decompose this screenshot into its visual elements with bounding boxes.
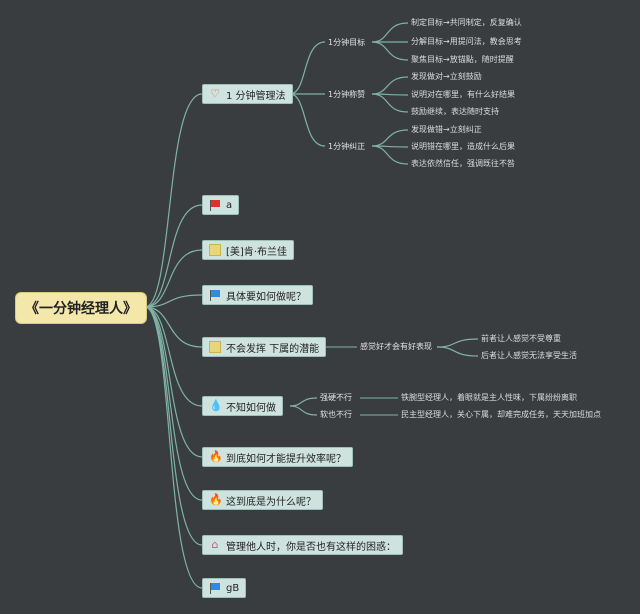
connector-b0-leaf-2-2 [371, 145, 409, 165]
branch-label: 到底如何才能提升效率呢？ [226, 453, 346, 465]
subtopic-hard-no[interactable]: 强硬不行 [320, 393, 352, 402]
branch-label: a [226, 199, 233, 211]
connector-b0-leaf-0-2 [371, 41, 409, 61]
subtopic-one-minute-correct[interactable]: 1分钟纠正 [328, 142, 366, 151]
connector-b0-leaf-1-2 [371, 93, 409, 113]
branch-how-to-do[interactable]: 具体要如何做呢？ [202, 285, 313, 305]
connector-root-branch-4 [144, 306, 203, 348]
subtopic-feel-good[interactable]: 感觉好才会有好表现 [360, 342, 432, 351]
note-icon [209, 341, 221, 353]
blue-flag-icon [209, 582, 221, 594]
connector-root-branch-6 [144, 306, 203, 458]
branch-label: 管理他人时，你是否也有这样的困惑： [226, 541, 396, 553]
heart-icon: ♡ [210, 87, 220, 100]
branch-potential[interactable]: 不会发挥 下属的潜能 [202, 337, 327, 357]
connector-b5-sub-1 [289, 405, 318, 416]
connector-root-branch-0 [144, 93, 203, 308]
connector-root-branch-1 [144, 204, 203, 308]
subtopic-one-minute-praise[interactable]: 1分钟称赞 [328, 90, 366, 99]
connector-b0-leaf-1-0 [371, 76, 409, 95]
branch-label: gB [226, 582, 240, 594]
blue-flag-icon [209, 289, 221, 301]
leaf-praise-find[interactable]: 发现做对→立刻鼓励 [411, 72, 482, 81]
leaf-praise-explain[interactable]: 说明对在哪里，有什么好结果 [411, 90, 515, 99]
note-icon [209, 244, 221, 256]
connector-root-branch-5 [144, 306, 203, 407]
connector-root-branch-2 [144, 249, 203, 308]
branch-label: 具体要如何做呢？ [226, 291, 306, 303]
connector-b0-sub-0 [289, 41, 326, 95]
subtopic-soft-no[interactable]: 软也不行 [320, 410, 352, 419]
leaf-correct-find[interactable]: 发现做错→立刻纠正 [411, 125, 482, 134]
subtopic-one-minute-goal[interactable]: 1分钟目标 [328, 38, 366, 47]
leaf-no-enjoy-life[interactable]: 后者让人感觉无法享受生活 [481, 351, 577, 360]
connector-b4-leaf-1 [436, 346, 479, 357]
branch-author[interactable]: [美]肯·布兰佳 [202, 240, 294, 260]
red-flag-icon [209, 199, 221, 211]
fire-icon: 🔥 [209, 450, 223, 463]
leaf-correct-explain[interactable]: 说明错在哪里，造成什么后果 [411, 142, 515, 151]
branch-improve-efficiency[interactable]: 🔥 到底如何才能提升效率呢？ [202, 447, 353, 467]
leaf-goal-set[interactable]: 制定目标→共同制定，反复确认 [411, 18, 522, 27]
connector-root-branch-7 [144, 306, 203, 501]
leaf-praise-encourage[interactable]: 鼓励继续，表达随时支持 [411, 107, 499, 116]
leaf-goal-split[interactable]: 分解目标→用提问法，教会思考 [411, 37, 522, 46]
leaf-not-respected[interactable]: 前者让人感觉不受尊重 [481, 334, 561, 343]
house-icon: ⌂ [211, 538, 219, 551]
drop-icon: 💧 [209, 399, 223, 412]
leaf-democratic-manager[interactable]: 民主型经理人，关心下属，却难完成任务，天天加班加点 [401, 410, 601, 419]
branch-confusion[interactable]: ⌂ 管理他人时，你是否也有这样的困惑： [202, 535, 403, 555]
connector-b4-leaf-0 [436, 338, 479, 348]
branch-label: 不知如何做 [226, 402, 276, 414]
leaf-iron-manager[interactable]: 铁腕型经理人，着眼就是主人性味，下属纷纷离职 [401, 393, 577, 402]
branch-label: 不会发挥 下属的潜能 [226, 343, 320, 355]
root-topic[interactable]: 《一分钟经理人》 [15, 292, 147, 324]
connector-root-branch-3 [144, 294, 203, 308]
connector-b0-sub-2 [289, 93, 326, 147]
branch-label: 这到底是为什么呢？ [226, 496, 316, 508]
fire-icon: 🔥 [209, 493, 223, 506]
branch-a[interactable]: a [202, 195, 240, 215]
branch-one-minute-management[interactable]: ♡ 1 分钟管理法 [202, 84, 293, 104]
connector-b0-leaf-0-0 [371, 22, 409, 43]
branch-gb[interactable]: gB [202, 578, 247, 598]
branch-dont-know-how[interactable]: 💧 不知如何做 [202, 396, 283, 416]
branch-label: [美]肯·布兰佳 [226, 246, 287, 258]
leaf-goal-focus[interactable]: 聚焦目标→放锚點，随时提醒 [411, 55, 514, 64]
leaf-correct-trust[interactable]: 表达依然信任，强调既往不咎 [411, 159, 515, 168]
branch-why[interactable]: 🔥 这到底是为什么呢？ [202, 490, 323, 510]
connector-b0-leaf-2-0 [371, 129, 409, 147]
branch-label: 1 分钟管理法 [226, 90, 286, 102]
connector-b5-sub-0 [289, 397, 318, 407]
connector-root-branch-9 [144, 306, 203, 589]
